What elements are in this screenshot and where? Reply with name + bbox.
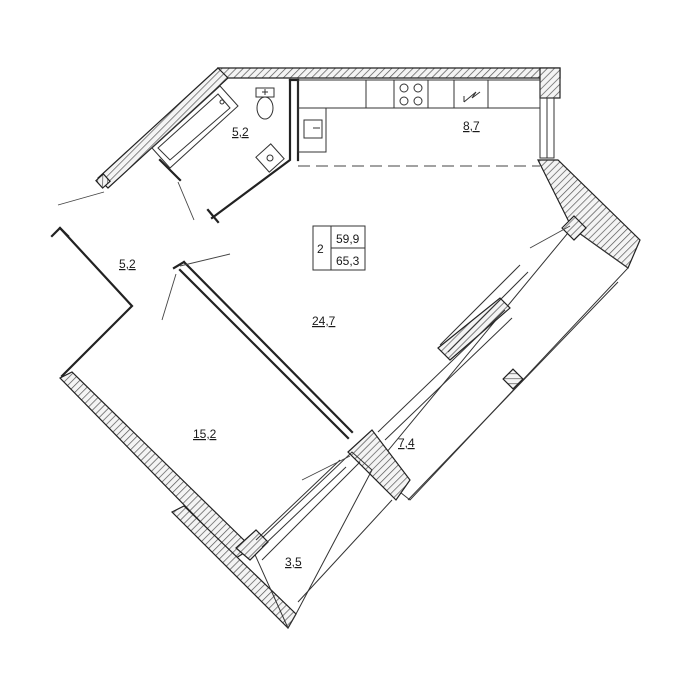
bedroom-partition (178, 268, 350, 440)
living-door (179, 253, 231, 267)
kitchen-counter (297, 79, 541, 153)
room-area-bedroom: 15,2 (193, 427, 217, 441)
sink-icon (255, 143, 285, 173)
balcony-post (502, 368, 524, 390)
stove-icon (399, 83, 423, 106)
exterior-wall-top (217, 67, 561, 79)
exterior-wall-bottom-left-end (170, 505, 297, 629)
exterior-wall-corner (539, 67, 561, 99)
bathroom-wall-right (210, 78, 292, 220)
bedroom-window-wall (235, 529, 269, 561)
room-area-bathroom: 5,2 (232, 125, 249, 139)
room-area-living-room: 24,7 (312, 314, 336, 328)
balcony-door-small (301, 455, 351, 481)
total-area: 65,3 (336, 254, 360, 268)
bathroom-wall-left (158, 158, 182, 182)
exterior-wall-bottom-left (58, 371, 253, 559)
balcony-large-outline (371, 227, 629, 501)
balcony-end-wall (347, 429, 411, 501)
hall-wall-left (50, 226, 134, 378)
toilet-icon (255, 87, 275, 120)
kitchen-sink-icon (303, 119, 323, 139)
room-area-balcony-large: 7,4 (398, 436, 415, 450)
exterior-wall-right (537, 159, 641, 269)
living-area: 59,9 (336, 232, 360, 246)
electric-panel-icon (463, 91, 481, 103)
room-area-balcony-small: 3,5 (285, 555, 302, 569)
exterior-wall-upper-left (97, 67, 229, 189)
balcony-wall-joint (561, 215, 587, 241)
bedroom-door (161, 273, 177, 321)
rooms-count: 2 (317, 242, 324, 256)
room-area-kitchen: 8,7 (463, 119, 480, 133)
balcony-door-large (529, 225, 571, 249)
room-area-hall: 5,2 (119, 257, 136, 271)
entrance-door (57, 191, 105, 206)
bathtub-icon (151, 85, 239, 169)
bathroom-door (177, 181, 195, 221)
apartment-summary-box: 2 59,9 65,3 (312, 225, 366, 271)
